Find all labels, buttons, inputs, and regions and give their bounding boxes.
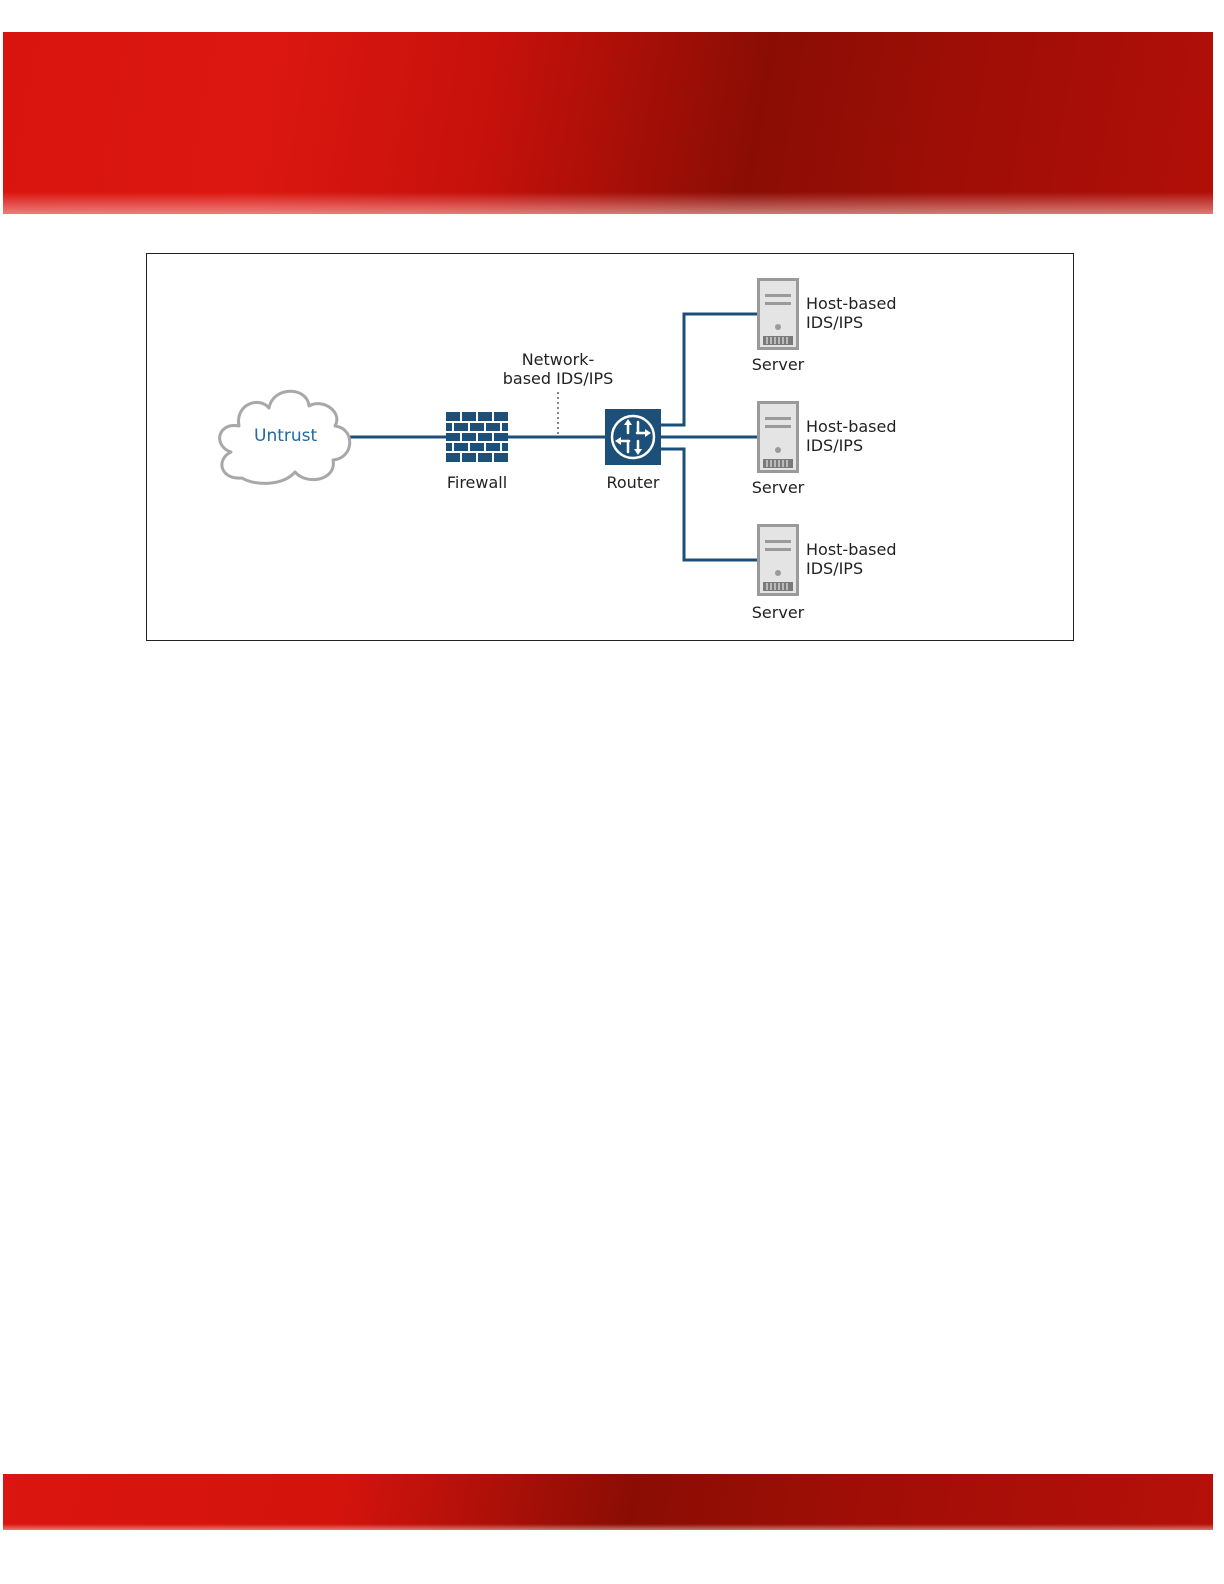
footer-band (3, 1474, 1213, 1530)
server-label: Server (751, 355, 805, 374)
diagram-canvas (218, 278, 799, 596)
host-ids-label-line2: IDS/IPS (806, 313, 864, 332)
server-label: Server (751, 478, 805, 497)
cloud-label: Untrust (254, 426, 318, 446)
server-label: Server (751, 603, 805, 622)
server-icon (757, 524, 799, 596)
firewall-label: Firewall (446, 473, 508, 492)
network-diagram: Untrust Firewall Router Network- based I… (146, 253, 1074, 641)
link-router-server-1 (661, 312, 757, 427)
network-ids-label-line2: based IDS/IPS (502, 369, 614, 388)
firewall-icon (446, 412, 508, 462)
link-router-server-3 (661, 447, 757, 562)
host-ids-label-line1: Host-based (806, 417, 897, 436)
router-label: Router (606, 473, 660, 492)
router-icon (605, 409, 661, 465)
network-links (350, 312, 757, 562)
host-ids-label-line1: Host-based (806, 294, 897, 313)
host-ids-label-line2: IDS/IPS (806, 559, 864, 578)
server-icon (757, 401, 799, 473)
host-ids-label-line2: IDS/IPS (806, 436, 864, 455)
header-band (3, 32, 1213, 214)
network-ids-label-line1: Network- (521, 350, 595, 369)
cloud-icon (218, 389, 352, 485)
host-ids-label-line1: Host-based (806, 540, 897, 559)
server-icon (757, 278, 799, 350)
